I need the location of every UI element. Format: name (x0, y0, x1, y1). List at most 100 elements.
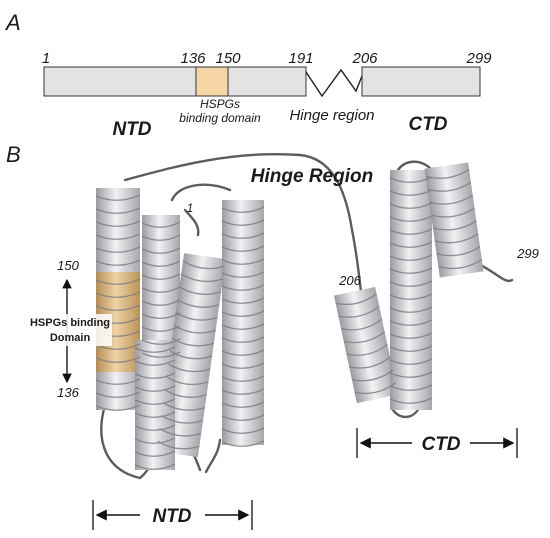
helix-turn (134, 463, 176, 470)
position-labels: 1 136 150 191 206 299 (42, 50, 492, 67)
hinge-region-label: Hinge region (289, 107, 374, 124)
helix-stripes-0 (95, 194, 141, 266)
hspg-label-line2: binding domain (179, 111, 261, 125)
ntd-label: NTD (112, 119, 151, 140)
position-299: 299 (465, 50, 492, 67)
hinge-region-label-b: Hinge Region (251, 166, 373, 187)
ctd-helix-1 (334, 286, 398, 404)
helix-turn (389, 319, 433, 326)
helix-turn (141, 273, 181, 280)
helix-turn (389, 384, 433, 391)
helix-turn (141, 221, 181, 228)
helix-turn (134, 385, 176, 392)
helix-stripes-5 (221, 206, 265, 447)
helix-turn (180, 273, 224, 283)
helix-turn (389, 254, 433, 261)
helix-turn (221, 245, 265, 252)
hspg-label-b-line1: HSPGs binding (30, 317, 110, 329)
panel-a-label: A (4, 10, 21, 35)
helix-turn (134, 398, 176, 405)
position-136: 136 (180, 50, 206, 67)
ctd-label-b: CTD (421, 434, 460, 455)
helix-turn (166, 376, 209, 386)
helix-turn (95, 304, 141, 311)
helix-turn (340, 318, 383, 331)
helix-turn (221, 297, 265, 304)
helix-turn (95, 343, 141, 350)
helix-turn (173, 324, 216, 334)
helix-turn (141, 351, 181, 358)
helix-turn (221, 414, 265, 421)
helix-turn (427, 181, 472, 192)
helix-turn (141, 286, 181, 293)
helix-turn (95, 207, 141, 214)
helix-turn (389, 332, 433, 339)
helix-turn (141, 234, 181, 241)
helix-turn (175, 312, 218, 321)
helix-turn (389, 267, 433, 274)
helix-turn (389, 397, 433, 404)
helix-turn (221, 258, 265, 265)
hinge-zigzag (305, 68, 363, 98)
hspg-label-backdrop (28, 314, 112, 346)
helix-turn (134, 359, 176, 366)
residue-206-label: 206 (338, 273, 361, 288)
helix-stripes-4 (157, 260, 225, 450)
helix-turn (169, 350, 213, 360)
helix-turn (95, 259, 141, 266)
helix-stripes-2 (95, 378, 141, 411)
helix-turn (221, 310, 265, 317)
hspg-label-line1: HSPGs (200, 97, 240, 111)
helix-turn (221, 427, 265, 434)
helix-turn (134, 372, 176, 379)
helix-turn (346, 344, 388, 356)
ctd-helix-3 (424, 162, 484, 278)
helix-turn-stripes (95, 168, 483, 470)
helix-turn (389, 176, 433, 183)
helix-turn (134, 437, 176, 444)
ntd-helix-1-lower (96, 372, 140, 410)
residue-136-label: 136 (57, 385, 79, 400)
helix-turn (171, 337, 215, 347)
ctd-helix-2 (390, 170, 432, 410)
ntd-helix-1-upper (96, 188, 140, 274)
helix-stripes-1 (95, 278, 141, 363)
helix-turn (389, 280, 433, 287)
helix-turn (95, 378, 141, 385)
helix-stripes-8 (389, 176, 433, 404)
helix-turn (438, 258, 483, 270)
helix-turn (349, 356, 391, 369)
helix-turn (164, 389, 207, 398)
helix-turn (389, 371, 433, 378)
helix-turn (221, 375, 265, 382)
helix-turn (221, 349, 265, 356)
helix-turn (160, 415, 204, 424)
helix-turn (95, 194, 141, 201)
helix-turn (134, 346, 176, 353)
residue-299-label: 299 (516, 246, 539, 261)
helix-turn (182, 260, 225, 270)
helix-turn (221, 336, 265, 343)
helix-turn (134, 411, 176, 418)
helix-turn (335, 293, 377, 306)
helix-turn (221, 206, 265, 213)
hspg-label-b-line2: Domain (50, 332, 91, 344)
ctd-label: CTD (408, 114, 447, 135)
helix-turn (221, 219, 265, 226)
position-191: 191 (288, 50, 313, 67)
helix-stripes-6 (134, 346, 176, 470)
helix-stripes-9 (425, 168, 483, 270)
panel-b-label: B (6, 142, 21, 167)
helix-turn (141, 247, 181, 254)
helix-turn (432, 220, 477, 231)
helix-turn (389, 306, 433, 313)
helix-turn (389, 189, 433, 196)
helix-turn (221, 388, 265, 395)
helix-turn (162, 402, 206, 411)
helix-turn (221, 271, 265, 278)
helix-turn (338, 305, 380, 318)
helix-turn (95, 220, 141, 227)
helix-turn (389, 345, 433, 352)
helix-turn (221, 284, 265, 291)
